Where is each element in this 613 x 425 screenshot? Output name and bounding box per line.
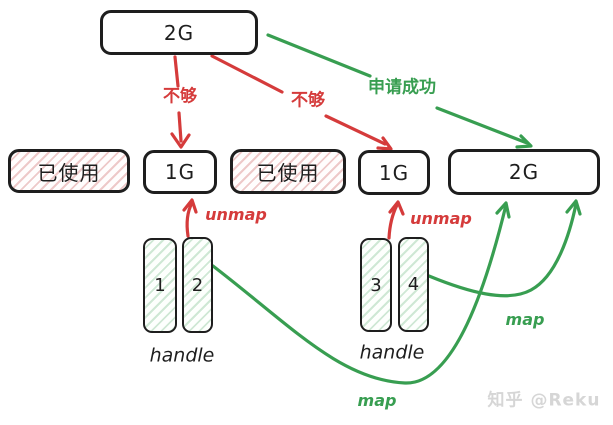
arrow-map-handle2-curve [211,203,508,385]
arrow-alloc-success-line1 [266,33,372,78]
arrow-map-handle4-head [565,199,582,216]
memory-block-1g-right-label: 1G [378,160,410,185]
arrow-unmap-left-line [185,201,194,238]
arrow-not-enough-left-line1 [173,55,180,88]
arrow-alloc-success-line2 [435,106,529,145]
label-handle-right: handle [359,341,425,364]
memory-block-used-left-label: 已使用 [37,160,101,185]
handle-block-3-label: 3 [370,274,382,296]
arrow-unmap-right-line [387,203,399,240]
arrow-not-enough-right-line2 [324,114,387,146]
arrow-map-handle4-curve [427,202,578,298]
request-box-2g-label: 2G [163,20,195,45]
arrow-alloc-success-head [515,134,533,149]
memory-block-1g-left-label: 1G [164,160,196,184]
memory-block-2g-label: 2G [508,160,540,184]
memory-block-used-right: 已使用 [230,149,346,194]
memory-block-used-left: 已使用 [8,149,130,193]
label-handle-left: handle [149,344,215,367]
arrow-map-handle2-head [495,201,511,219]
memory-block-1g-right: 1G [358,150,430,195]
label-unmap-right: unmap [410,209,472,228]
request-box-2g: 2G [100,10,258,55]
memory-block-1g-left: 1G [143,150,217,194]
handle-block-1-label: 1 [154,275,166,296]
arrow-not-enough-left-line2 [177,111,183,143]
memory-block-2g: 2G [448,149,600,195]
label-unmap-left: unmap [205,205,267,224]
handle-block-2-label: 2 [191,274,204,296]
watermark: 知乎 @Reku [487,390,601,411]
label-not-enough-left: 不够 [163,86,197,107]
memory-block-used-right-label: 已使用 [256,161,320,185]
label-not-enough-right: 不够 [291,90,325,111]
arrow-not-enough-right-head [376,136,393,151]
arrow-unmap-left-head [182,198,198,214]
handle-block-1: 1 [143,238,177,333]
handle-block-3: 3 [360,238,392,332]
arrow-unmap-right-head [388,200,405,216]
handle-block-4-label: 4 [407,274,420,295]
handle-block-4: 4 [398,237,429,332]
handle-block-2: 2 [182,237,213,333]
label-alloc-success: 申请成功 [368,77,436,98]
arrow-not-enough-right-line1 [210,54,284,94]
label-map-bottom: map [357,391,397,410]
label-map-right: map [505,310,545,329]
arrow-not-enough-left-head [170,132,191,149]
